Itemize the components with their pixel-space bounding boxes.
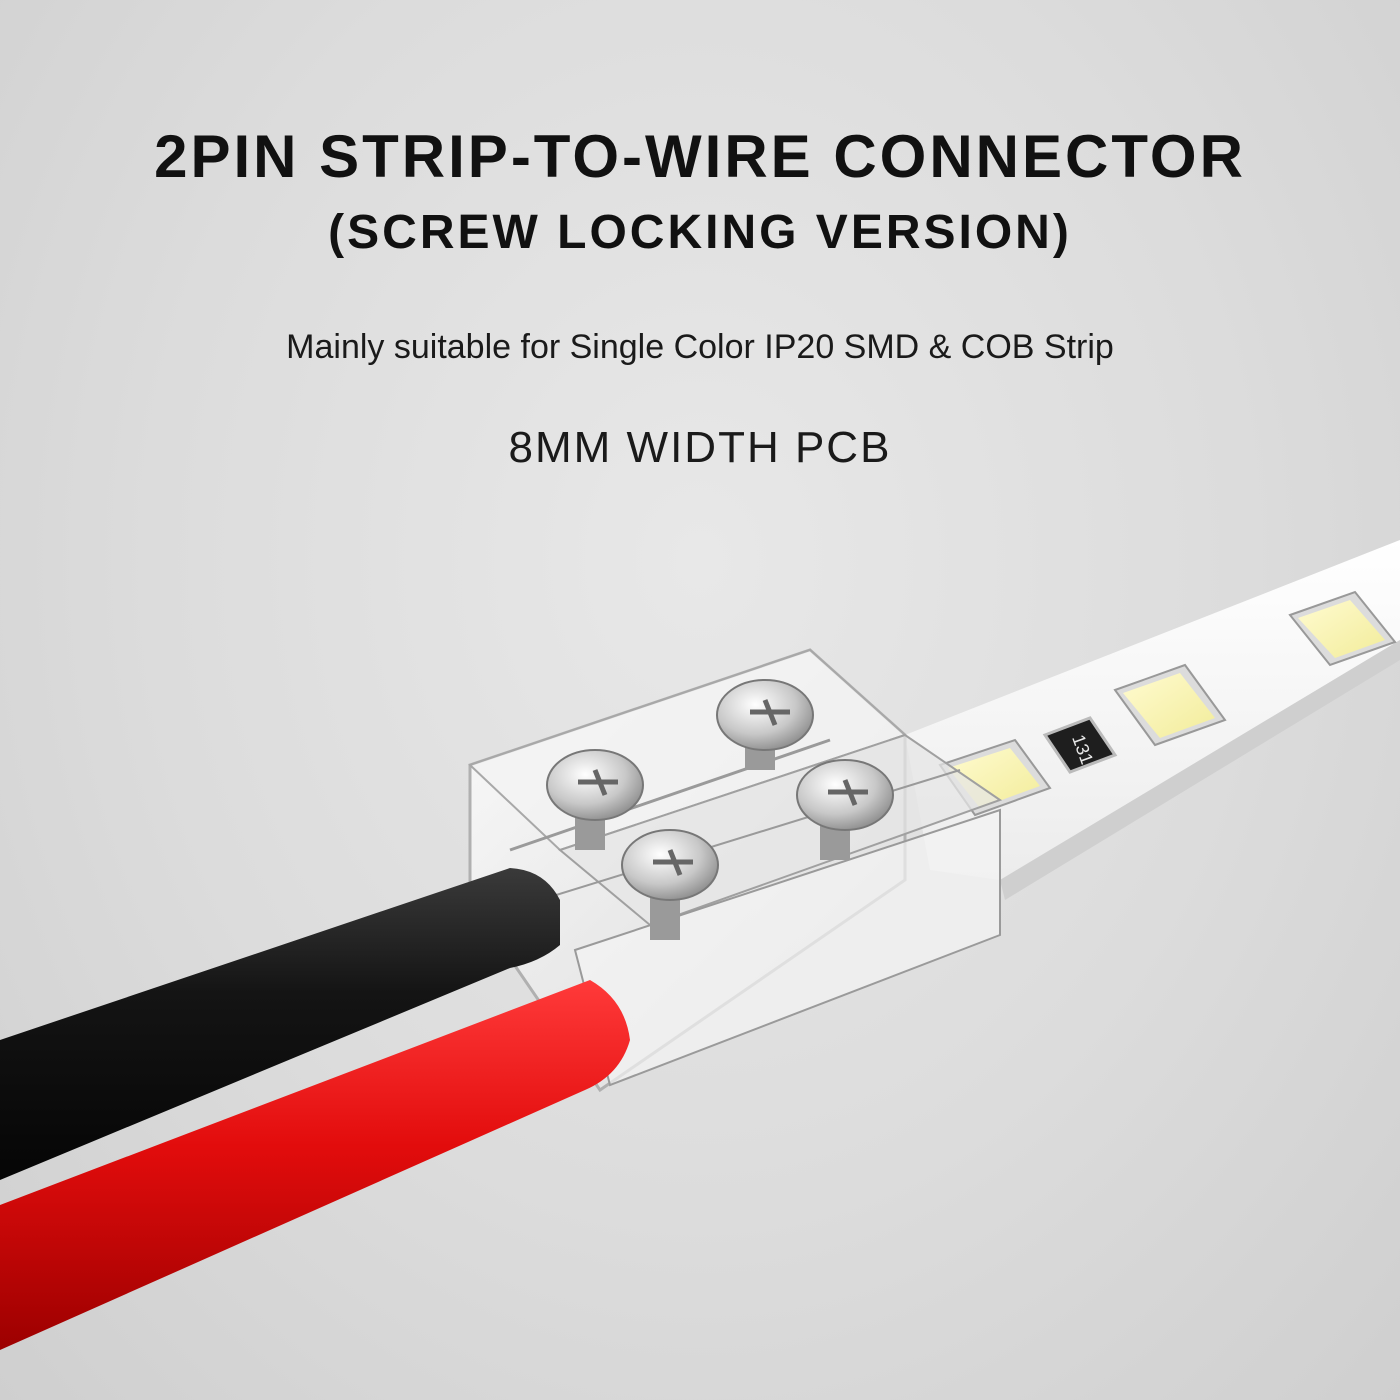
pcb-width-spec: 8MM WIDTH PCB bbox=[508, 423, 892, 472]
led-chip bbox=[1113, 663, 1227, 747]
screw bbox=[546, 749, 644, 850]
led-chip bbox=[1288, 590, 1397, 667]
screw bbox=[796, 759, 894, 860]
product-description: Mainly suitable for Single Color IP20 SM… bbox=[286, 328, 1114, 366]
black-wire bbox=[0, 868, 560, 1180]
page-subtitle: (SCREW LOCKING VERSION) bbox=[328, 206, 1072, 259]
page-title: 2PIN STRIP-TO-WIRE CONNECTOR bbox=[154, 123, 1246, 190]
red-wire bbox=[0, 980, 630, 1350]
screw bbox=[621, 829, 719, 940]
screw bbox=[716, 679, 814, 770]
resistor-chip: 131 bbox=[1042, 716, 1118, 774]
